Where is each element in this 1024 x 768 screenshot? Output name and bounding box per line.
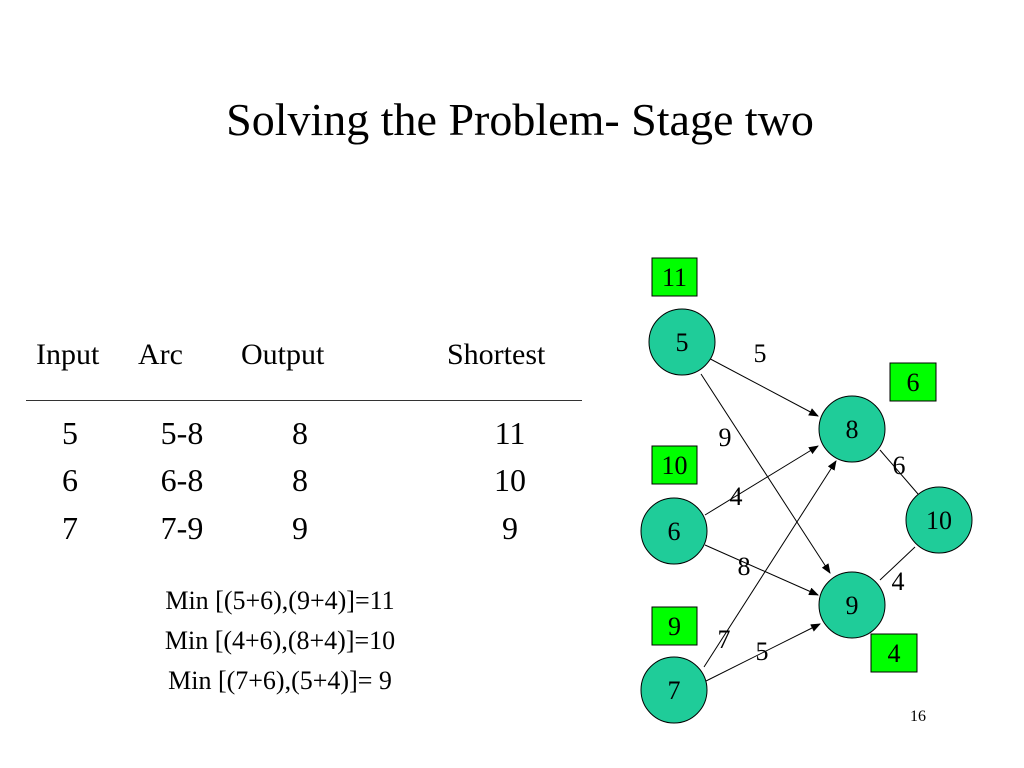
edge-weight-7-8: 7 [718,625,731,654]
cell-shortest: 10 [494,462,526,498]
edge-5-9 [700,373,831,574]
edge-weight-7-9: 5 [756,637,769,666]
edge-weight-9-10: 4 [892,567,905,596]
node-10: 10 [905,486,973,554]
node-8: 8 [818,395,886,463]
edge-weight-5-9: 9 [719,423,732,452]
calc-line: Min [(4+6),(8+4)]=10 [164,626,396,655]
table-divider [26,400,582,401]
header-output: Output [241,338,325,371]
value-box-node-9: 4 [870,633,918,673]
edge-weight-6-8: 4 [730,482,743,511]
value-box-label: 11 [662,263,687,292]
edge-7-8 [703,460,837,668]
node-label: 9 [846,591,859,620]
header-arc: Arc [138,338,183,371]
value-box-label: 10 [662,451,688,480]
value-box-label: 4 [888,639,901,668]
cell-input: 5 [62,415,78,451]
calc-line: Min [(5+6),(9+4)]=11 [165,586,395,615]
node-9: 9 [818,571,886,639]
value-box-node-6: 10 [651,445,698,485]
edge-weight-5-8: 5 [754,339,767,368]
value-box-node-8: 6 [889,362,937,402]
page-number: 16 [910,708,926,725]
node-label: 8 [846,415,859,444]
cell-arc: 6-8 [160,462,204,498]
cell-arc: 5-8 [160,415,204,451]
node-label: 7 [668,676,681,705]
node-6: 6 [640,497,708,565]
edge-5-8 [700,353,819,417]
cell-output: 8 [292,415,308,451]
cell-output: 8 [292,462,308,498]
edge-6-9 [704,544,819,596]
cell-input: 6 [62,462,78,498]
cell-arc: 7-9 [160,510,204,546]
slide-title: Solving the Problem- Stage two [226,94,814,145]
cell-shortest: 11 [494,415,526,451]
value-box-node-7: 9 [651,606,698,646]
node-7: 7 [640,656,708,724]
node-label: 5 [676,328,689,357]
cell-input: 7 [62,510,78,546]
edge-weight-8-10: 6 [893,451,906,480]
calc-line: Min [(7+6),(5+4)]= 9 [168,666,392,695]
value-box-label: 9 [668,612,681,641]
cell-output: 9 [292,510,308,546]
header-shortest: Shortest [447,338,546,371]
value-box-label: 6 [907,368,920,397]
value-box-node-5: 11 [651,257,698,297]
edge-9-10 [879,546,916,581]
node-label: 10 [926,506,952,535]
edge-8-10 [879,449,919,495]
node-label: 6 [668,517,681,546]
node-5: 5 [648,308,716,376]
cell-shortest: 9 [502,510,518,546]
edge-6-8 [704,445,819,516]
header-input: Input [36,338,100,371]
edge-weight-6-9: 8 [738,552,751,581]
edge-7-9 [705,623,821,682]
